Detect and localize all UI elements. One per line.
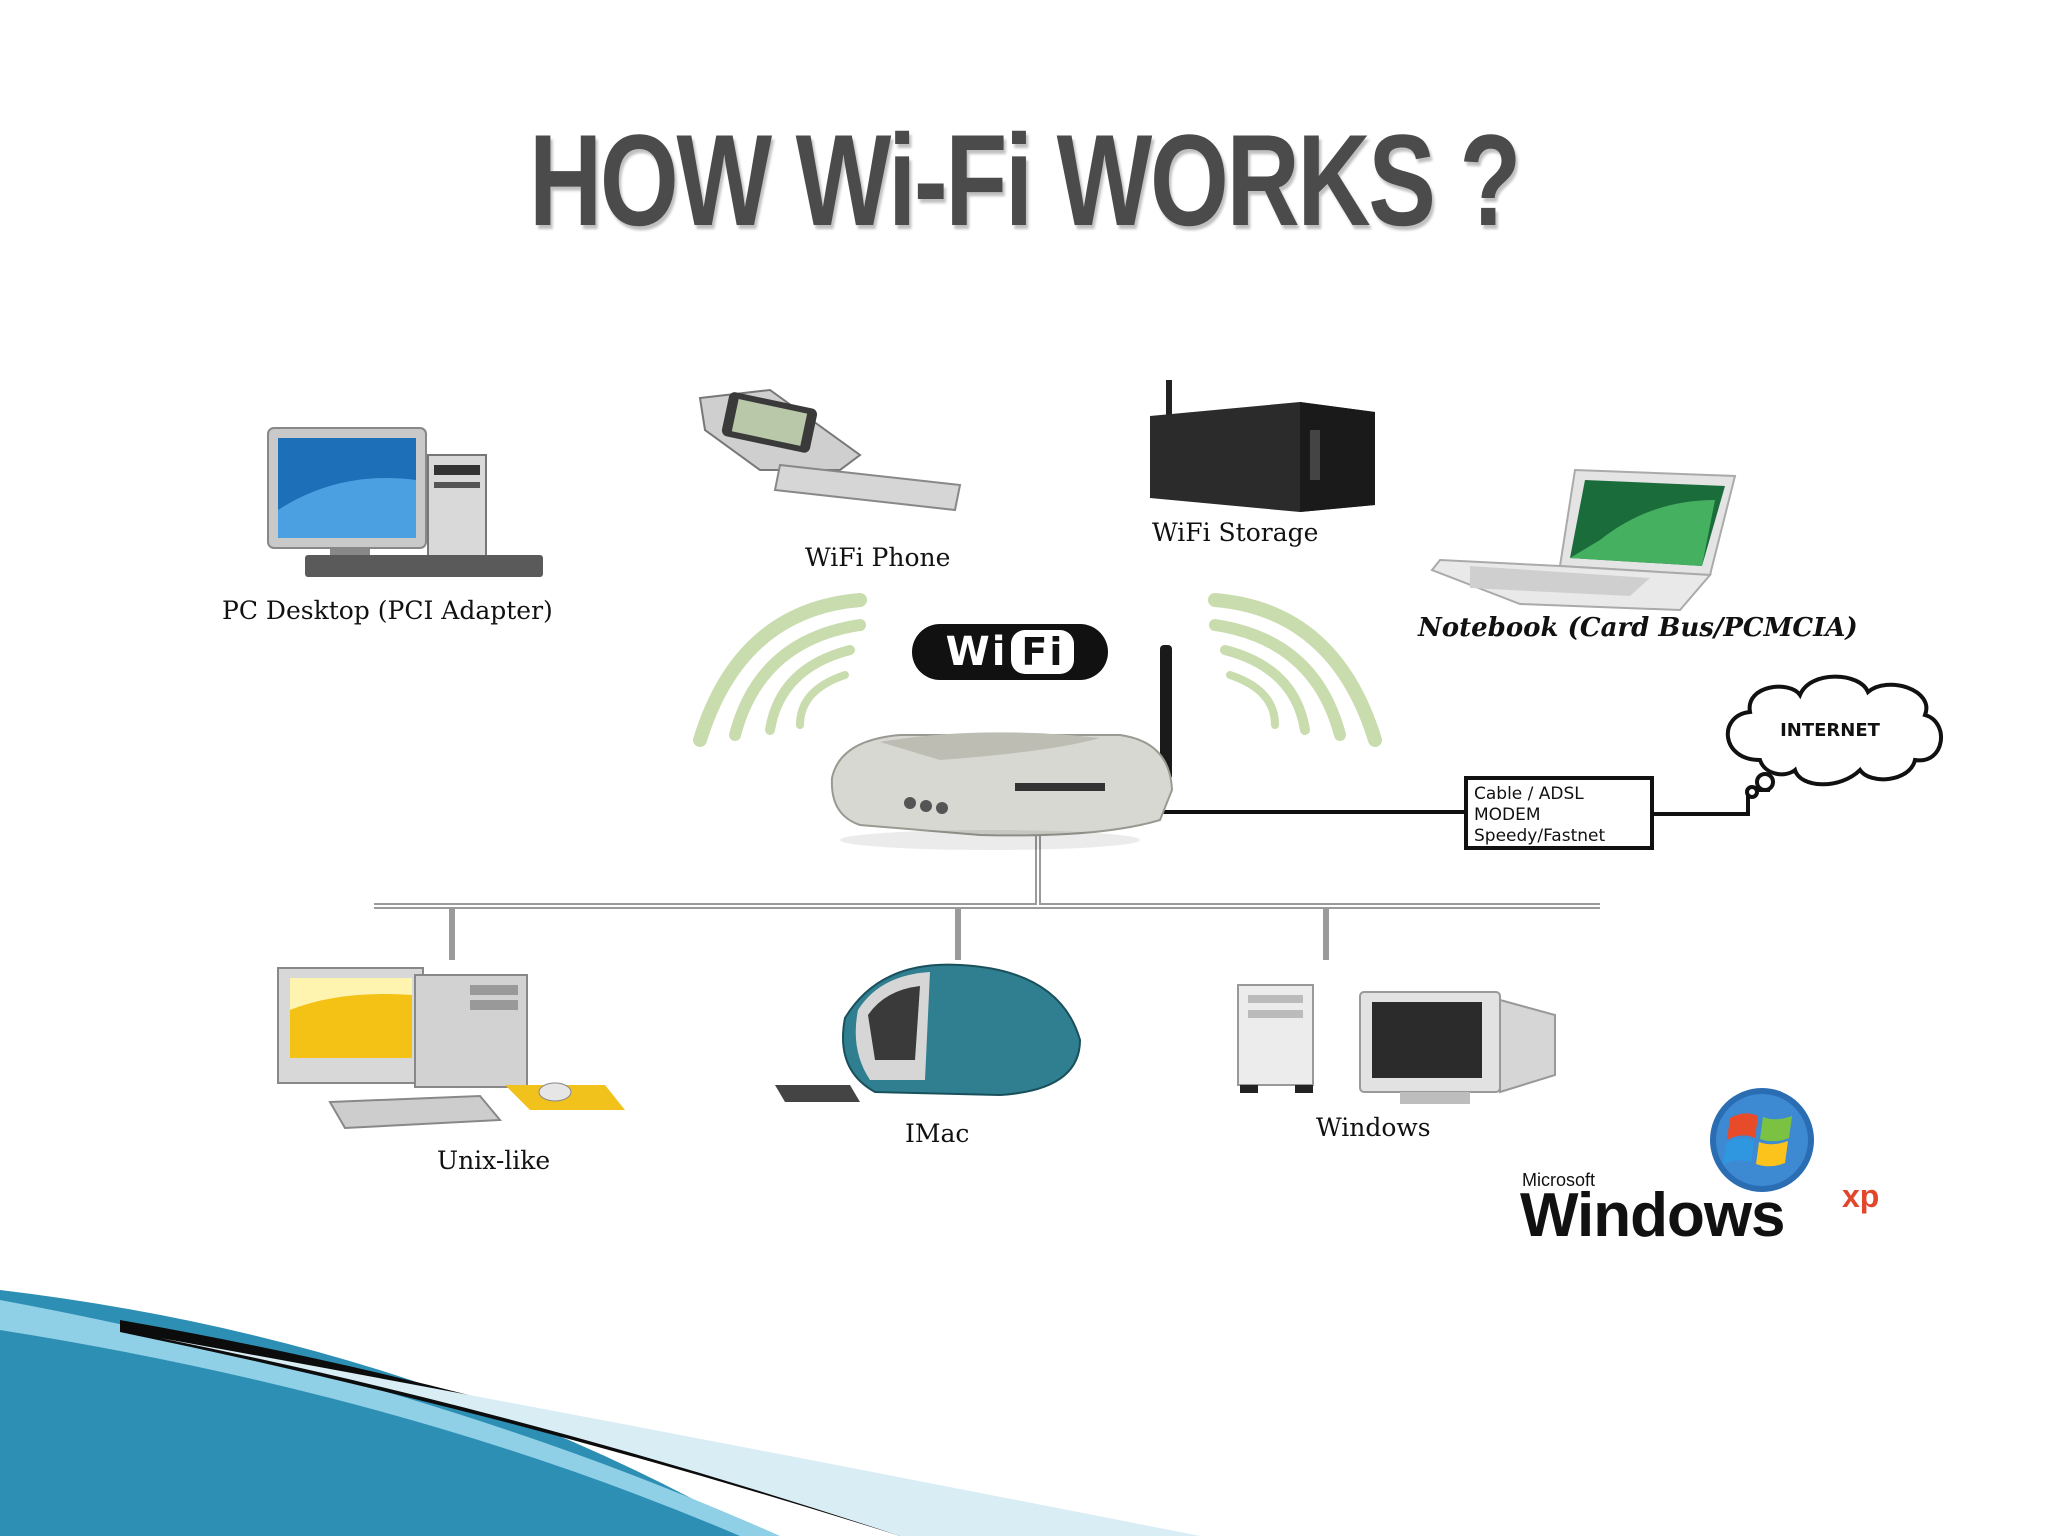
label-pc-desktop: PC Desktop (PCI Adapter) — [222, 596, 553, 625]
logo-microsoft-text: Microsoft — [1522, 1170, 1596, 1190]
label-notebook: Notebook (Card Bus/PCMCIA) — [1418, 613, 1858, 643]
label-imac: IMac — [905, 1119, 970, 1148]
internet-cloud — [1725, 674, 1943, 799]
imac-illustration — [775, 963, 1082, 1102]
lan-bus — [374, 835, 1600, 960]
wifi-phone-illustration — [698, 388, 962, 512]
windows-flag-icon — [1710, 1088, 1814, 1192]
modem-line-2: MODEM — [1474, 805, 1541, 825]
notebook-illustration — [1430, 468, 1737, 612]
signal-waves-right — [1208, 593, 1382, 747]
slide-accent-swoosh — [0, 1290, 1200, 1536]
modem-box: Cable / ADSL MODEM Speedy/Fastnet — [1464, 776, 1654, 850]
windows-xp-logo: Microsoft Windows xp — [1520, 1090, 1940, 1250]
internet-label: INTERNET — [1780, 720, 1880, 741]
pc-desktop-illustration — [267, 427, 543, 577]
modem-line-3: Speedy/Fastnet — [1474, 826, 1606, 846]
label-wifi-phone: WiFi Phone — [805, 543, 951, 572]
label-unix-like: Unix-like — [437, 1146, 551, 1175]
wifi-logo-left: Wi — [945, 629, 1008, 675]
wifi-storage-illustration — [1150, 380, 1375, 512]
slide-title: HOW Wi-Fi WORKS ? — [528, 107, 1521, 253]
modem-line-1: Cable / ADSL — [1474, 784, 1584, 804]
wifi-logo: Wi Fi — [912, 624, 1108, 680]
signal-waves-left — [693, 593, 867, 747]
label-windows: Windows — [1316, 1113, 1431, 1142]
unix-like-illustration — [277, 967, 625, 1130]
logo-windows-text: Windows — [1520, 1181, 1786, 1250]
windows-pc-illustration — [1237, 984, 1556, 1104]
wifi-logo-right: Fi — [1011, 630, 1075, 674]
label-wifi-storage: WiFi Storage — [1152, 518, 1319, 547]
router-illustration — [830, 645, 1174, 850]
logo-xp-text: xp — [1842, 1178, 1880, 1214]
